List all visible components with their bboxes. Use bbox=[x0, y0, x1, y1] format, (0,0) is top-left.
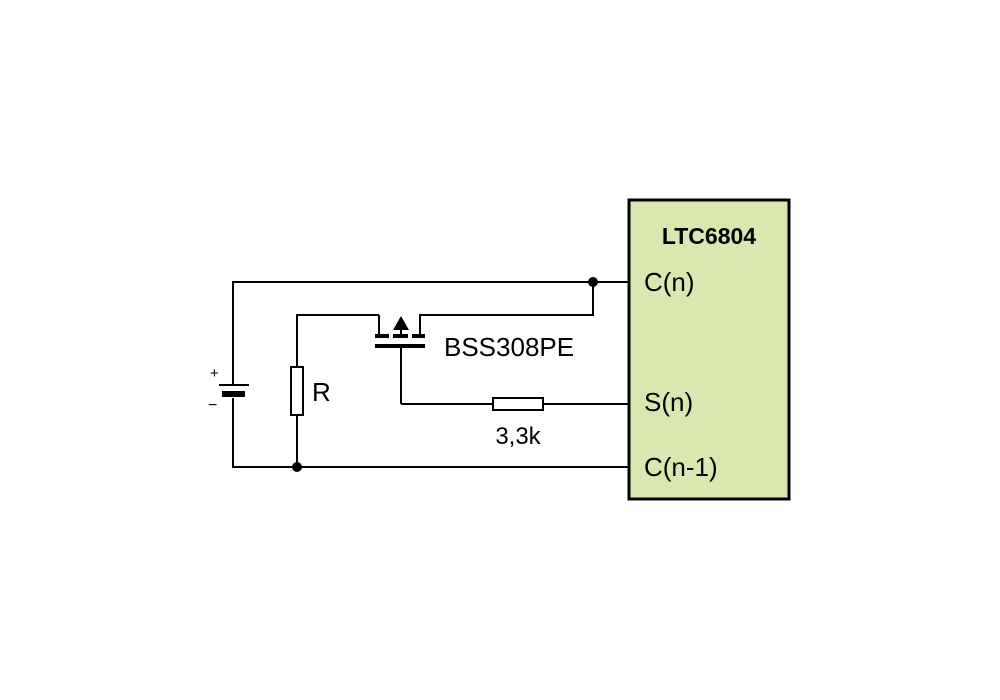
ic-label: LTC6804 bbox=[662, 223, 756, 249]
resistor-r-label: R bbox=[312, 377, 331, 407]
battery-cell: + − bbox=[208, 365, 249, 414]
mosfet-label: BSS308PE bbox=[444, 332, 574, 362]
resistor-r-body bbox=[290, 366, 304, 416]
resistor-3k3-body bbox=[492, 397, 544, 411]
pin-s-n-label: S(n) bbox=[644, 387, 693, 417]
ic-body bbox=[627, 198, 791, 501]
pin-c-n-minus-1-label: C(n-1) bbox=[644, 452, 718, 482]
battery-plus-sign: + bbox=[210, 365, 219, 382]
resistor-3k3-label: 3,3k bbox=[495, 423, 541, 450]
resistor-3k3: 3,3k bbox=[401, 397, 629, 450]
mosfet-arrow bbox=[393, 316, 409, 330]
pin-c-n-label: C(n) bbox=[644, 267, 695, 297]
battery-minus-sign: − bbox=[208, 397, 217, 414]
mosfet-bss308pe: BSS308PE bbox=[375, 282, 594, 404]
ic-ltc6804: LTC6804 C(n) S(n) C(n-1) bbox=[627, 198, 791, 501]
resistor-r: R bbox=[290, 314, 379, 467]
